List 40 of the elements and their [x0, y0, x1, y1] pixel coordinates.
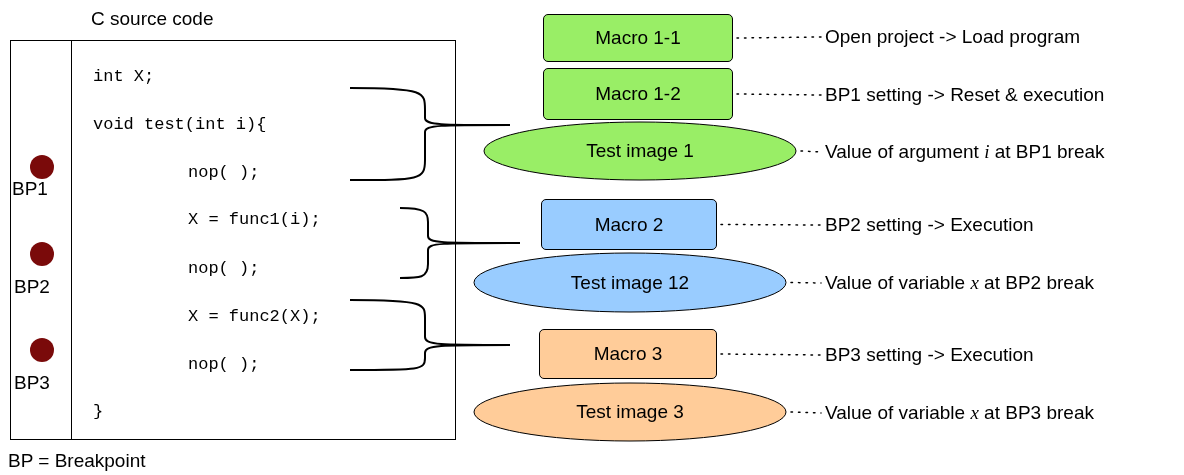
breakpoint-label: BP1	[12, 178, 48, 200]
leader-line	[790, 411, 822, 414]
macro-box	[543, 14, 733, 62]
leader-line	[720, 223, 822, 226]
description-text: BP2 setting -> Execution	[825, 213, 1034, 237]
leader-line	[790, 281, 822, 284]
code-line: }	[93, 402, 104, 422]
ellipse-label: Test image 12	[570, 271, 690, 294]
description-text: BP1 setting -> Reset & execution	[825, 83, 1105, 107]
code-line: nop( );	[188, 163, 260, 183]
box-label: Macro 2	[594, 213, 664, 236]
description-text: BP3 setting -> Execution	[825, 343, 1034, 367]
test-image-ellipse	[473, 252, 787, 313]
macro-box	[543, 68, 733, 120]
description-text: Value of variable x at BP3 break	[825, 401, 1094, 425]
box-label: Macro 3	[593, 343, 663, 365]
code-line: void test(int i){	[93, 115, 267, 135]
test-image-ellipse	[473, 382, 787, 442]
code-line: nop( );	[188, 355, 260, 375]
code-line: int X;	[93, 67, 155, 87]
code-line: X = func2(X);	[188, 307, 321, 327]
legend-note: BP = Breakpoint	[8, 450, 146, 472]
box-label: Macro 1-1	[595, 27, 681, 49]
description-text: Value of argument i at BP1 break	[825, 140, 1105, 164]
leader-line	[720, 353, 822, 356]
leader-line	[736, 36, 822, 39]
ellipse-label: Test image 3	[576, 401, 684, 423]
leader-line	[736, 93, 822, 96]
panel-heading: C source code	[91, 8, 214, 30]
code-line: nop( );	[188, 259, 260, 279]
test-image-ellipse	[483, 121, 797, 181]
breakpoint-label: BP3	[14, 372, 50, 394]
description-text: Open project -> Load program	[825, 25, 1081, 49]
breakpoint-label: BP2	[14, 276, 50, 298]
macro-box	[541, 199, 717, 250]
description-text: Value of variable x at BP2 break	[825, 271, 1094, 295]
box-label: Macro 1-2	[595, 83, 681, 105]
code-line: X = func1(i);	[188, 210, 321, 230]
macro-box	[539, 329, 717, 379]
ellipse-label: Test image 1	[586, 140, 694, 162]
